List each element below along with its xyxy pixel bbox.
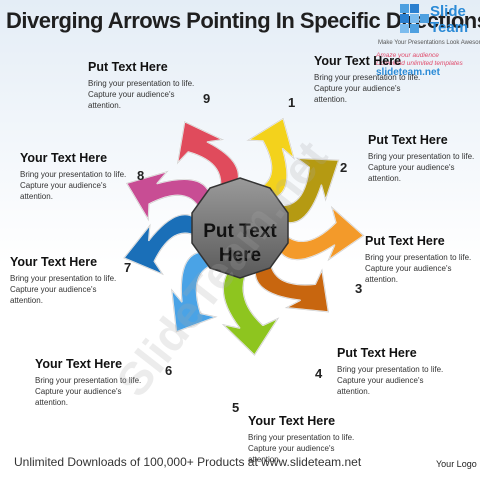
arrow-6 xyxy=(170,250,225,333)
text-block-heading: Put Text Here xyxy=(337,346,417,360)
arrow-number-9: 9 xyxy=(203,91,210,106)
text-block-heading: Your Text Here xyxy=(20,151,108,165)
text-block-body: Bring your presentation to life. Capture… xyxy=(248,433,355,464)
arrow-outline-8 xyxy=(125,170,212,222)
text-block-body: Bring your presentation to life. Capture… xyxy=(365,253,472,284)
text-block-8: Your Text Here Bring your presentation t… xyxy=(20,151,132,202)
text-block-heading: Your Text Here xyxy=(35,357,123,371)
logo-icon xyxy=(400,4,429,33)
text-block-body: Bring your presentation to life. Capture… xyxy=(20,170,127,201)
arrow-4 xyxy=(254,249,330,313)
arrow-8 xyxy=(125,170,213,221)
arrow-number-3: 3 xyxy=(355,281,362,296)
arrow-outline-3 xyxy=(274,205,365,262)
arrow-3 xyxy=(274,206,365,261)
arrow-1 xyxy=(246,117,295,201)
arrow-number-8: 8 xyxy=(137,168,144,183)
text-block-4: Put Text Here Bring your presentation to… xyxy=(337,346,449,397)
text-block-6: Your Text Here Bring your presentation t… xyxy=(35,357,147,408)
arrow-number-2: 2 xyxy=(340,160,347,175)
text-block-3: Put Text Here Bring your presentation to… xyxy=(365,234,477,285)
text-block-heading: Put Text Here xyxy=(368,133,448,147)
text-block-body: Bring your presentation to life. Capture… xyxy=(88,79,195,110)
footer-text: Unlimited Downloads of 100,000+ Products… xyxy=(14,455,362,469)
text-block-5: Your Text Here Bring your presentation t… xyxy=(248,414,360,465)
promo-line1: Amaze your audience xyxy=(376,52,439,59)
promo-text: Amaze your audience Download unlimited t… xyxy=(376,52,480,78)
text-block-heading: Your Text Here xyxy=(10,255,98,269)
text-block-body: Bring your presentation to life. Capture… xyxy=(35,376,142,407)
arrow-7 xyxy=(123,213,206,276)
text-block-2: Put Text Here Bring your presentation to… xyxy=(368,133,480,184)
your-logo-placeholder: Your Logo xyxy=(436,459,477,469)
arrow-5 xyxy=(222,263,280,356)
text-block-heading: Your Text Here xyxy=(314,54,402,68)
text-block-body: Bring your presentation to life. Capture… xyxy=(337,365,444,396)
text-block-body: Bring your presentation to life. Capture… xyxy=(10,274,117,305)
text-block-7: Your Text Here Bring your presentation t… xyxy=(10,255,122,306)
promo-line2: Download unlimited templates xyxy=(376,60,463,67)
arrow-outline-4 xyxy=(254,249,329,313)
arrow-number-5: 5 xyxy=(232,400,239,415)
arrow-outline-1 xyxy=(246,117,295,200)
arrow-outline-6 xyxy=(171,251,226,333)
arrow-outline-5 xyxy=(221,264,280,356)
text-block-1: Your Text Here Bring your presentation t… xyxy=(314,54,426,105)
logo-tagline: Make Your Presentations Look Awesome xyxy=(378,40,480,46)
promo-line3: slideteam.net xyxy=(376,67,440,78)
arrow-outline-9 xyxy=(176,121,239,198)
arrow-outline-2 xyxy=(267,157,340,224)
center-hub xyxy=(191,177,289,279)
text-block-heading: Your Text Here xyxy=(248,414,336,428)
arrow-outline-7 xyxy=(123,214,206,276)
arrow-number-1: 1 xyxy=(288,95,295,110)
text-block-body: Bring your presentation to life. Capture… xyxy=(314,73,421,104)
arrow-2 xyxy=(267,157,340,224)
arrow-number-4: 4 xyxy=(315,366,323,381)
text-block-heading: Put Text Here xyxy=(88,60,168,74)
arrow-number-6: 6 xyxy=(165,363,172,378)
text-block-body: Bring your presentation to life. Capture… xyxy=(368,152,475,183)
text-block-9: Put Text Here Bring your presentation to… xyxy=(88,60,200,111)
arrow-9 xyxy=(176,120,240,198)
text-block-heading: Put Text Here xyxy=(365,234,445,248)
arrow-number-7: 7 xyxy=(124,260,131,275)
